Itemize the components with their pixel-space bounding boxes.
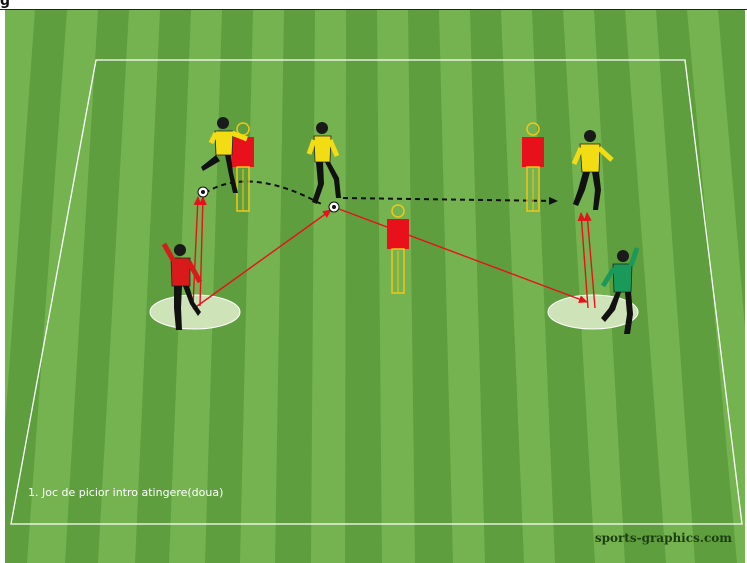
ball-left <box>197 186 209 198</box>
pass-arrow-left-up-b <box>198 196 207 307</box>
drill-caption: 1. Joc de picior intro atingere(doua) <box>28 486 224 499</box>
field-boundary <box>10 59 743 525</box>
red-player <box>161 242 203 330</box>
pass-arrow-diagonal <box>192 209 332 310</box>
pass-arrow-right-up-a <box>577 212 589 309</box>
right-start-zone <box>547 294 639 330</box>
pitch <box>5 10 745 563</box>
mannequin-center <box>387 204 409 294</box>
run-arrow-left <box>204 180 324 206</box>
drill-diagram <box>5 10 745 563</box>
brand-watermark: sports-graphics.com <box>594 531 732 545</box>
header-rule <box>0 9 747 10</box>
pass-arrow-right-up-b <box>583 212 596 309</box>
pass-arrow-to-right <box>338 208 588 303</box>
left-start-zone <box>149 294 241 330</box>
pass-arrow-left-up-a <box>192 196 202 307</box>
yellow-player-right <box>571 130 614 210</box>
ball-center <box>328 201 340 213</box>
yellow-player-center <box>306 122 341 204</box>
grass-stripes <box>5 10 745 563</box>
green-player <box>600 247 640 334</box>
header-bar: g <box>0 0 747 10</box>
mannequin-right <box>522 122 544 212</box>
header-glyph: g <box>0 0 11 9</box>
yellow-player-left <box>201 117 248 193</box>
